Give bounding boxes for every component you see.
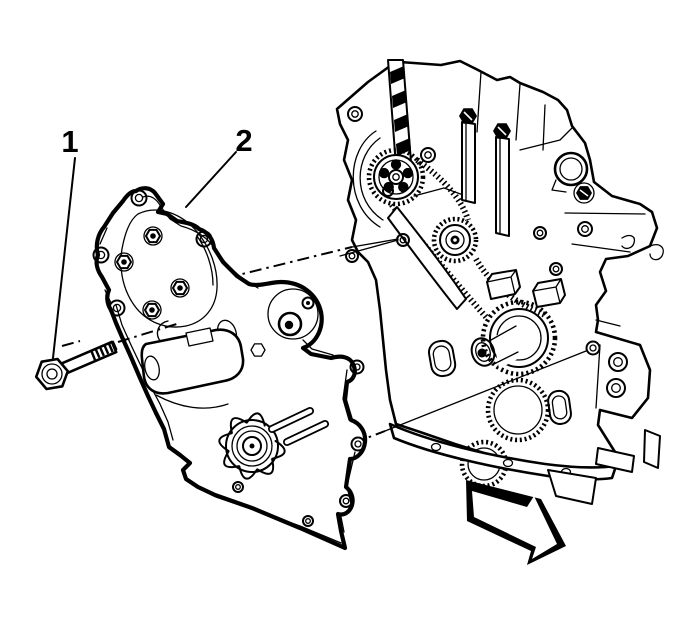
engine-block [335,59,664,505]
block-window [427,339,572,425]
tensioner-shoe [486,269,566,308]
callout-2-label: 2 [235,123,252,158]
balance-gear [485,377,551,443]
cover-stud-nuts [114,226,190,320]
block-bolt-holes [345,106,563,276]
oil-pan-rail [388,422,661,505]
cylinder-head-stud [493,123,511,237]
leader-line-2 [185,151,237,208]
callout-1-label: 1 [61,124,78,159]
cover-center-pad [267,288,319,340]
hex-nut [573,182,595,204]
front-cover-bolt [34,322,181,391]
inner-panel [120,209,218,328]
cylinder-head-stud [459,108,477,204]
coolant-port [551,151,589,193]
bolt-head [34,357,70,391]
bracket [564,212,664,261]
engine-front-cover [92,186,368,551]
bolt-threads [89,340,118,361]
centerline-upper [225,246,353,279]
chain-guide [387,206,467,310]
leader-line-1 [52,157,76,359]
water-pump-impeller [218,412,286,480]
cover-bolt-holes [92,189,366,527]
dowel-pins [268,407,329,446]
crankshaft-sprocket [470,299,558,377]
callouts: 1 2 [52,123,253,359]
mount-boss [585,340,628,409]
centerline-bolt [61,322,181,347]
timing-chain [388,157,547,319]
direction-arrow-icon [466,480,566,565]
oil-pump-housing [140,327,266,409]
idler-sprocket [431,216,479,264]
